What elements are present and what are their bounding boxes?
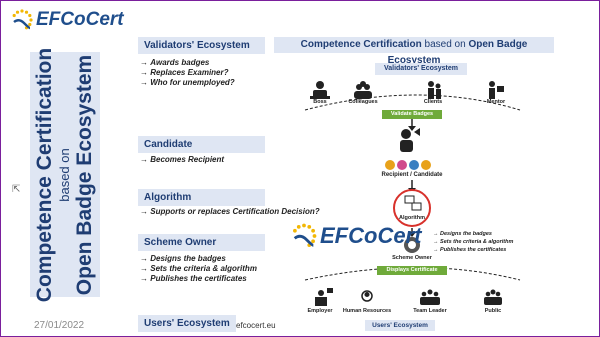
bullet: Designs the badges [433,230,513,238]
public-icon [484,289,502,305]
recipient-label: Recipient / Candidate [381,172,443,178]
section-validators-title: Validators' Ecosystem [138,37,265,54]
diagram-logo-text: EFCoCert [320,223,422,248]
diagram-title-part3: Open Badge Ecosystem [387,39,528,66]
scheme-owner-icon [404,237,420,253]
bullet: Awards badges [140,58,235,68]
logo-text: EFCoCert [36,9,124,30]
section-algorithm-title: Algorithm [138,189,265,206]
section-scheme-owner-bullets: Designs the badges Sets the criteria & a… [140,254,257,284]
section-algorithm-bullets: Supports or replaces Certification Decis… [140,207,319,217]
diagram-title-part2: based on [421,39,469,50]
diagram-title-part1: Competence Certification [300,39,422,50]
mouse-cursor-icon: ⇱ [12,184,21,195]
human-resources-icon [361,290,373,302]
slide-date: 27/01/2022 [34,320,85,331]
validate-badges-label: Validate Badges [382,110,442,119]
validator-label-colleagues: Colleagues [348,99,378,105]
user-label-public: Public [484,308,502,314]
diagram-title: Competence Certification based on Open B… [274,37,554,66]
user-label-team-leader: Team Leader [413,308,447,314]
team-leader-icon [420,289,440,305]
diagram-efcocert-logo: EFCoCert [290,222,421,250]
bullet: Sets the criteria & algorithm [140,264,257,274]
validators-ecosystem-label: Validators' Ecosystem [375,63,467,75]
bullet: Publishes the certificates [433,246,513,254]
clients-icon [428,81,441,99]
eu-stars-icon [293,223,317,247]
algorithm-icon [404,195,422,211]
bullet: Sets the criteria & algorithm [433,238,513,246]
section-validators-bullets: Awards badges Replaces Examiner? Who for… [140,58,235,88]
displays-certificate-label: Displays Certificate [377,266,447,275]
efcocert-logo: EFCoCert [10,8,124,32]
scheme-owner-diagram-bullets: Designs the badges Sets the criteria & a… [433,230,513,254]
section-candidate-title: Candidate [138,136,265,153]
mentor-icon [489,81,504,99]
badges-row-icon [385,160,431,170]
algorithm-label: Algorithm [399,215,425,221]
boss-icon [310,81,330,99]
footer-url: efcocert.eu [236,321,276,330]
section-users-title: Users' Ecosystem [138,315,236,332]
validator-label-clients: Clients [423,99,443,105]
bullet: Supports or replaces Certification Decis… [140,207,319,217]
section-candidate-bullets: Becomes Recipient [140,155,224,165]
bullet: Who for unemployed? [140,78,234,88]
validator-label-boss: Boss [313,99,327,105]
recipient-icon [400,128,420,152]
user-label-human-resources: Human Resources [342,308,392,314]
validator-label-mentor: Mentor [486,99,506,105]
validators-arc [304,94,521,111]
eu-stars-icon [12,9,33,30]
employer-icon [315,288,333,306]
bullet: Publishes the certificates [140,274,257,284]
bullet: Replaces Examiner? [140,68,235,78]
arrow-head [408,126,416,131]
arrow-head [408,232,416,237]
scheme-owner-label: Scheme Owner [392,255,432,261]
colleagues-icon [354,81,372,99]
section-scheme-owner-title: Scheme Owner [138,234,265,251]
bullet: Designs the badges [140,254,257,264]
user-label-employer: Employer [307,308,333,314]
bullet: Becomes Recipient [140,155,224,165]
users-ecosystem-label: Users' Ecosystem [365,320,435,331]
side-title-panel [30,52,100,297]
